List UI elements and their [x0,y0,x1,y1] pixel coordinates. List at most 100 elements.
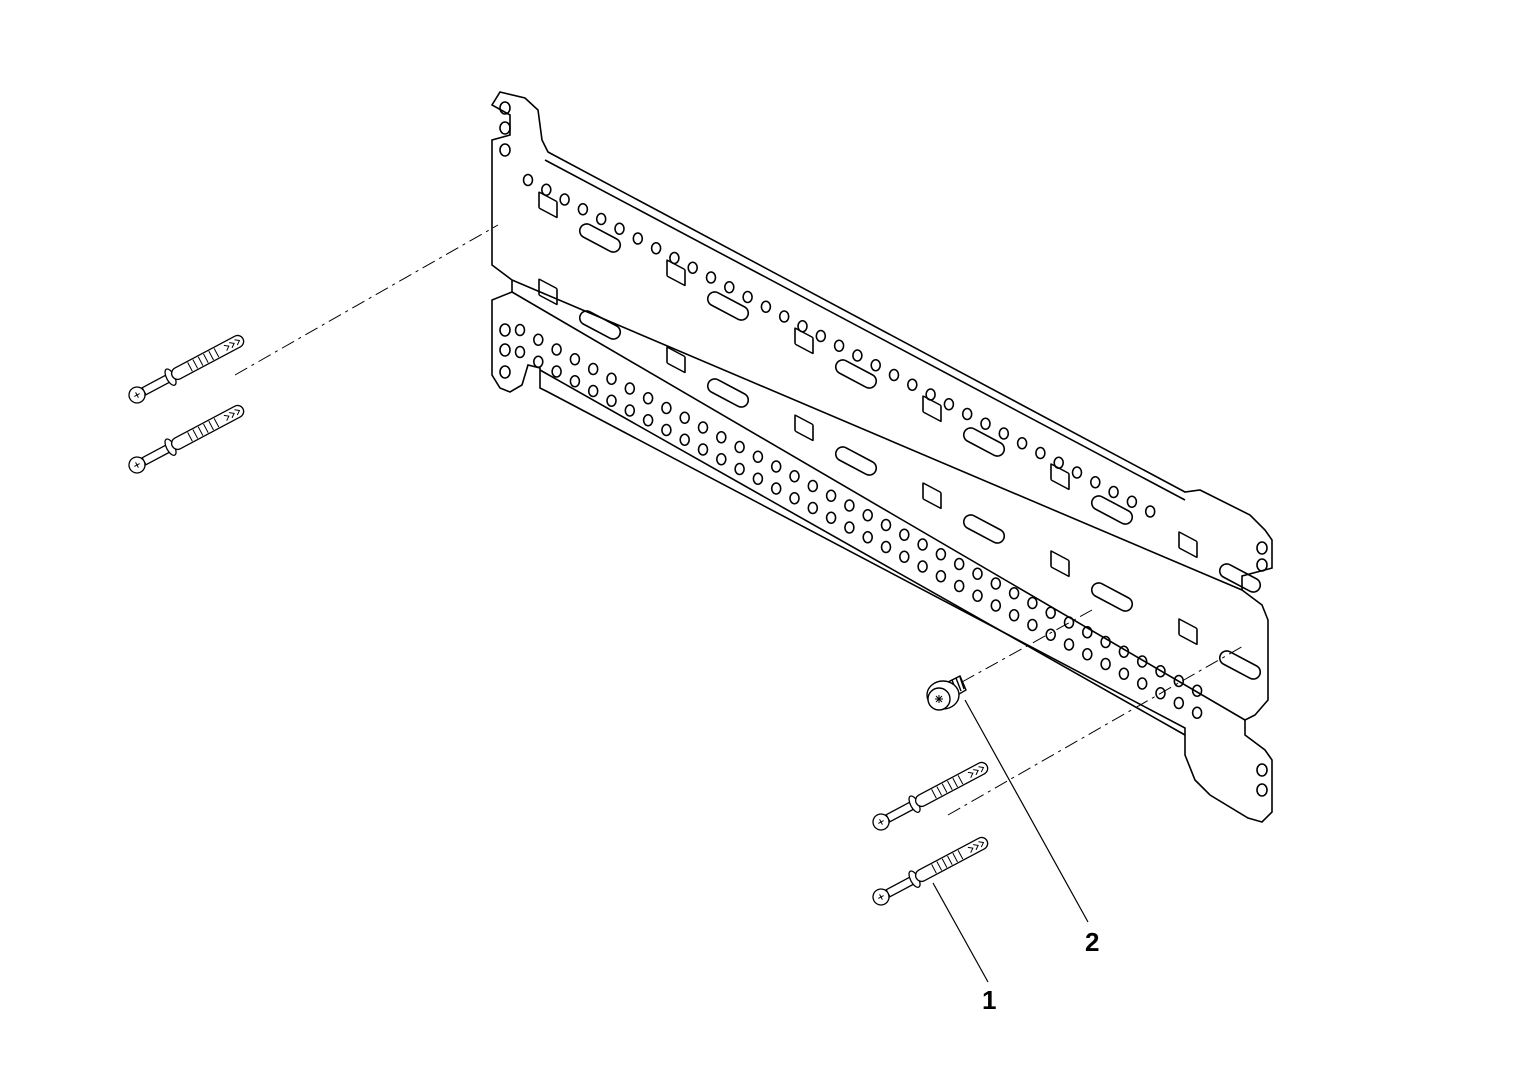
plate-hole [1173,696,1185,710]
plate-hole [559,193,570,206]
plate-hole [943,397,955,411]
plate-hole [998,427,1010,440]
torx-icon [134,462,140,468]
plate-hole [569,374,581,388]
plate-hole [499,121,511,135]
plate-hole [606,394,617,408]
plate-hole [1256,558,1268,572]
plate-hole [499,365,511,379]
anchor-screw[interactable] [870,833,991,909]
plate-hole [752,450,764,464]
plate-fold-line [511,291,1246,721]
plate-hole [687,261,699,275]
plate-hole [1008,586,1020,600]
plate-hole [532,333,544,347]
plate-hole [679,411,691,425]
anchor-screw[interactable] [126,331,247,407]
plate-hole [697,421,709,434]
plate-hole [551,365,562,378]
plate-hole [587,362,599,376]
anchor-screw[interactable] [126,401,247,477]
leader-line-1 [932,882,989,983]
plate-hole [807,479,819,493]
plate-hole [514,345,526,359]
anchor-screw[interactable] [870,758,991,834]
plate-hole [1256,783,1268,797]
oval-slot [834,359,878,389]
plate-hole [935,569,947,583]
plate-hole [514,323,526,337]
anchor-screws [126,331,991,909]
center-line [961,609,1093,683]
plate-hole [990,599,1002,612]
plate-hole [532,355,544,369]
plate-hole [624,404,636,417]
plate-hole [1063,616,1075,629]
plate-outline [490,91,1273,823]
plate-hole [499,143,511,157]
plate-hole [595,212,607,226]
oval-slot [834,446,878,476]
square-cutout [1050,550,1070,577]
plate-hole [770,482,782,495]
plate-hole [789,491,800,505]
anchor-plug [914,761,989,808]
torx-icon [878,894,884,900]
plate-hole [917,560,928,573]
plate-hole [844,499,855,512]
callout-1: 1 [982,985,997,1015]
plate-hole [888,368,900,382]
plate-hole [1045,628,1056,642]
plate-hole [825,511,837,525]
plate-hole [705,271,717,284]
torx-icon [134,392,140,398]
leader-lines [932,699,1089,983]
plate-hole [770,460,782,473]
callout-2: 2 [1085,927,1100,957]
plate-hole [499,101,511,115]
plate-hole [906,378,918,392]
plate-hole [1082,625,1093,639]
plate-hole [569,352,581,366]
plate-hole [577,202,589,216]
plate-hole [1035,446,1046,460]
plate-hole [734,440,745,454]
square-cutout [1178,531,1198,558]
plate-hole [862,530,874,544]
plate-hole [961,407,973,421]
plate-hole [760,300,772,314]
plate-hole [715,452,727,466]
anchor-ribs [931,766,985,799]
plate-hole [642,413,654,427]
plate-hole [953,557,965,571]
plate-hole [1090,475,1101,489]
plate-hole [1126,495,1138,509]
plate-hole [723,280,735,294]
center-line [234,224,499,376]
plate-hole [679,433,691,447]
oval-slot [1090,495,1134,525]
oval-slot [962,427,1006,457]
plate-hole [807,501,819,515]
oval-slot [578,310,622,340]
torx-screw[interactable] [926,675,967,711]
leader-line-2 [964,699,1089,923]
plate-hole [815,329,827,343]
plate-hole [499,323,511,337]
plate-hole [1100,657,1111,671]
plate-hole [624,382,636,395]
plate-hole [642,391,654,405]
plate-hole [1027,596,1038,610]
anchor-plug [914,836,989,883]
plate-hole [1173,674,1185,688]
plate-hole [1118,667,1130,681]
oval-slot [706,291,750,321]
plate-hole [1118,645,1130,659]
plate-hole [1063,638,1075,651]
oval-slot [962,514,1006,544]
anchor-ribs [931,841,985,874]
torx-icon [878,819,884,825]
plate-hole [715,430,727,444]
plate-hole [833,339,845,353]
square-cutout [1178,618,1198,645]
